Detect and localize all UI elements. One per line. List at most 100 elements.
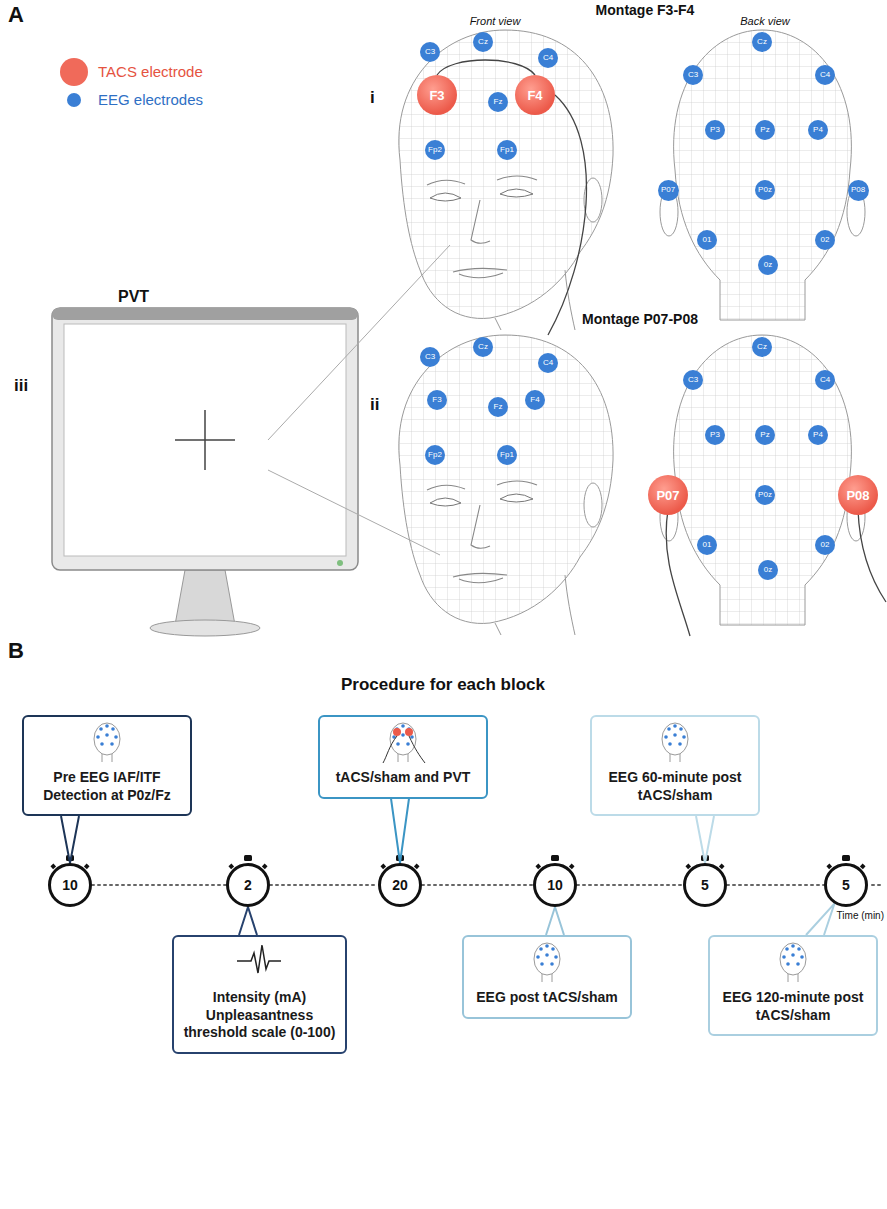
- legend-text: EEG electrodes: [98, 91, 203, 108]
- pointer-line: [268, 245, 450, 555]
- eeg-electrode: C3: [420, 347, 440, 367]
- legend-swatch: [60, 58, 88, 86]
- legend-text: TACS electrode: [98, 63, 203, 80]
- eeg-electrode: C4: [815, 65, 835, 85]
- electrode-label: Fz: [494, 403, 503, 411]
- electrode-label: P0z: [758, 186, 772, 194]
- eeg-electrode: Fz: [488, 92, 508, 112]
- timer-minutes: 20: [392, 878, 408, 892]
- electrode-label: 0z: [764, 261, 772, 269]
- electrode-label: F3: [429, 89, 444, 102]
- electrode-label: 02: [821, 236, 830, 244]
- head-back-view: [660, 30, 865, 320]
- callout-pointer: [806, 904, 834, 935]
- eeg-electrode: C4: [538, 48, 558, 68]
- electrode-label: P3: [710, 126, 720, 134]
- eeg-electrode: Cz: [473, 32, 493, 52]
- eeg-electrode: Fp1: [497, 140, 517, 160]
- eeg-electrode: F3: [427, 390, 447, 410]
- tacs-wire: [437, 60, 586, 335]
- electrode-label: Fp1: [500, 146, 514, 154]
- electrode-label: C3: [688, 376, 698, 384]
- tacs-electrode: F4: [515, 75, 555, 115]
- electrode-label: Cz: [478, 343, 488, 351]
- stopwatch-knob: [50, 855, 865, 869]
- timer-minutes: 5: [701, 878, 709, 892]
- head-front-view: [399, 30, 613, 330]
- timeline: [872, 884, 884, 886]
- timeline-dots: [727, 884, 824, 886]
- timeline-dots: [422, 884, 533, 886]
- electrode-label: P4: [813, 431, 823, 439]
- electrode-label: F4: [527, 89, 542, 102]
- step-text: tACS/sham and PVT: [328, 769, 478, 787]
- eeg-electrode: Cz: [752, 32, 772, 52]
- timer-circle: 2: [226, 863, 270, 907]
- eeg-electrode: Fp2: [425, 140, 445, 160]
- step-text: Pre EEG IAF/ITF Detection at P0z/Fz: [32, 769, 182, 804]
- callout-pointer: [546, 907, 564, 935]
- waveform-icon: [237, 945, 281, 973]
- step-text: EEG post tACS/sham: [472, 989, 622, 1007]
- electrode-label: C4: [820, 71, 830, 79]
- legend-swatch: [67, 93, 81, 107]
- eeg-icon: [534, 943, 560, 982]
- tacs-electrode: P07: [648, 475, 688, 515]
- eeg-electrode: P4: [808, 425, 828, 445]
- electrode-label: P4: [813, 126, 823, 134]
- eeg-electrode: 0z: [758, 560, 778, 580]
- eeg-electrode: 01: [697, 535, 717, 555]
- head-back-view: [660, 335, 865, 625]
- eeg-icon: [662, 723, 688, 762]
- eeg-electrode: P08: [848, 180, 869, 201]
- eeg-electrode: Cz: [473, 337, 493, 357]
- figure-label: Back view: [740, 15, 790, 28]
- timer-circle: 5: [824, 863, 868, 907]
- eeg-electrode: P3: [705, 120, 725, 140]
- electrode-label: C4: [543, 359, 553, 367]
- electrode-label: C4: [543, 54, 553, 62]
- eeg-electrode: 0z: [758, 255, 778, 275]
- step-callout: Intensity (mA) Unpleasantness threshold …: [172, 935, 347, 1054]
- eeg-electrode: 01: [697, 230, 717, 250]
- monitor: [52, 308, 358, 636]
- timeline-dots: [577, 884, 683, 886]
- electrode-label: Pz: [760, 126, 769, 134]
- eeg-electrode: Fz: [488, 397, 508, 417]
- electrode-label: C4: [820, 376, 830, 384]
- electrode-label: C3: [688, 71, 698, 79]
- tacs-wire: [666, 510, 886, 636]
- callout-pointer: [239, 907, 257, 935]
- timeline-dots: [92, 884, 226, 886]
- step-callout: Pre EEG IAF/ITF Detection at P0z/Fz: [22, 715, 192, 816]
- timer-circle: 10: [533, 863, 577, 907]
- electrode-label: P0z: [758, 491, 772, 499]
- eeg-electrode: C4: [815, 370, 835, 390]
- eeg-electrode: P0z: [755, 180, 775, 200]
- figure-label: PVT: [118, 288, 149, 306]
- eeg-icon: [780, 943, 806, 982]
- eeg-electrode: Fp1: [497, 445, 517, 465]
- timer-minutes: 10: [547, 878, 563, 892]
- electrode-label: Fp2: [428, 451, 442, 459]
- tacs-icon: [383, 723, 425, 763]
- panel-letter: B: [8, 638, 24, 663]
- electrode-label: 02: [821, 541, 830, 549]
- electrode-label: P07: [661, 186, 675, 194]
- eeg-electrode: P4: [808, 120, 828, 140]
- eeg-electrode: Fp2: [425, 445, 445, 465]
- panel-letter: A: [8, 2, 24, 27]
- electrode-label: P08: [851, 186, 865, 194]
- eeg-electrode: F4: [525, 390, 545, 410]
- step-text: EEG 60-minute post tACS/sham: [600, 769, 750, 804]
- electrode-label: Cz: [757, 343, 767, 351]
- eeg-electrode: Cz: [752, 337, 772, 357]
- callout-pointer: [391, 799, 409, 864]
- electrode-label: Cz: [478, 38, 488, 46]
- electrode-label: Fp2: [428, 146, 442, 154]
- callout-pointer: [61, 816, 79, 863]
- electrode-label: P3: [710, 431, 720, 439]
- eeg-electrode: C4: [538, 353, 558, 373]
